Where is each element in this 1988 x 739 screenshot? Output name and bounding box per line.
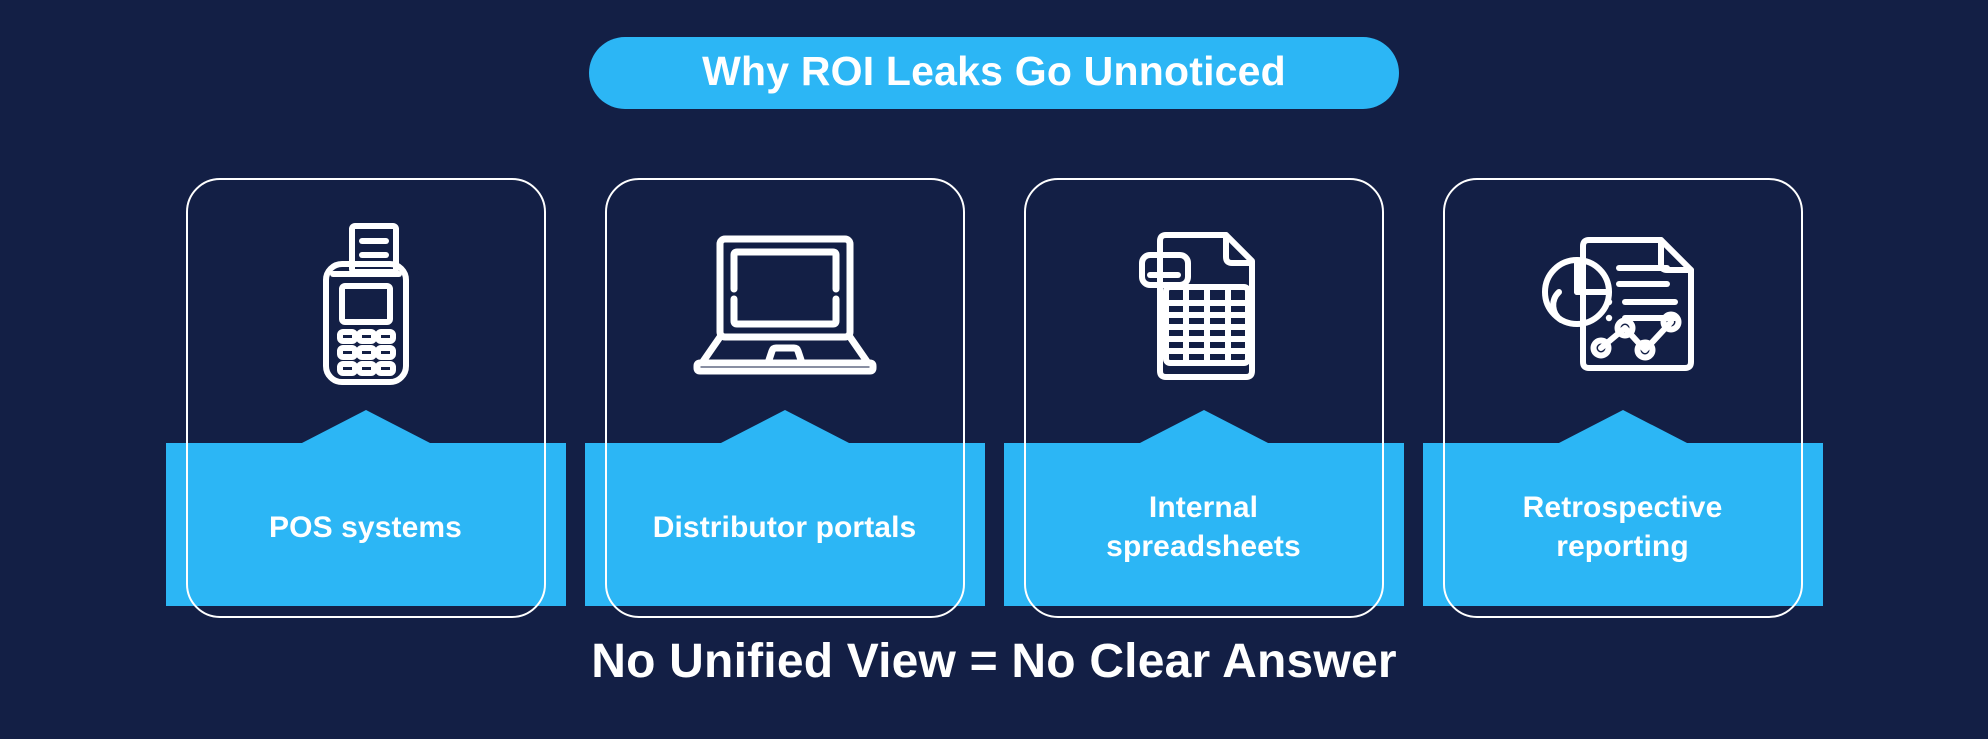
card-banner — [165, 443, 566, 606]
footer-headline: No Unified View = No Clear Answer — [0, 638, 1988, 686]
card-banner — [1422, 443, 1823, 606]
report-analytics-icon — [1443, 190, 1803, 420]
card-internal-spreadsheets[interactable]: Internal spreadsheets — [1003, 178, 1404, 618]
card-label-text: POS systems — [269, 510, 462, 544]
card-label-text: Distributor portals — [652, 510, 917, 544]
card-banner-peak — [1137, 410, 1270, 444]
card-label: Internal spreadsheets — [1024, 450, 1384, 604]
card-row: POS systems — [0, 178, 1988, 618]
pos-terminal-icon — [186, 190, 546, 420]
card-label-text: Internal spreadsheets — [1106, 491, 1301, 563]
card-retrospective-reporting[interactable]: Retrospective reporting — [1422, 178, 1823, 618]
card-banner-peak — [718, 410, 851, 444]
card-pos-systems[interactable]: POS systems — [165, 178, 566, 618]
card-label: Distributor portals — [605, 450, 965, 604]
card-label-text: Retrospective reporting — [1522, 491, 1723, 563]
page-title: Why ROI Leaks Go Unnoticed — [702, 47, 1286, 94]
card-distributor-portals[interactable]: Distributor portals — [584, 178, 985, 618]
footer-headline-text: No Unified View = No Clear Answer — [591, 635, 1397, 688]
card-banner-peak — [299, 410, 432, 444]
card-label: POS systems — [186, 450, 546, 604]
card-banner — [1003, 443, 1404, 606]
card-banner — [584, 443, 985, 606]
laptop-icon — [605, 190, 965, 420]
card-label: Retrospective reporting — [1443, 450, 1803, 604]
card-banner-peak — [1556, 410, 1689, 444]
spreadsheet-document-icon — [1024, 190, 1384, 420]
title-pill: Why ROI Leaks Go Unnoticed — [589, 37, 1399, 109]
